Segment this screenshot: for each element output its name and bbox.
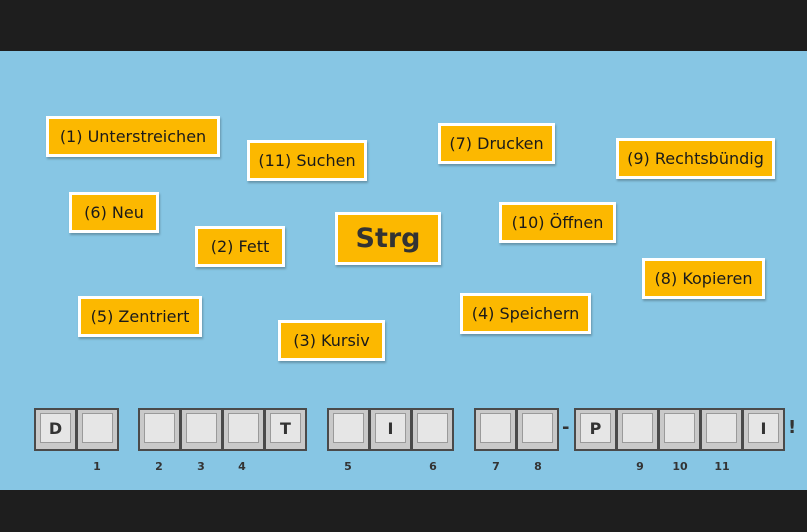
word-card-1[interactable]: (1) Unterstreichen: [46, 116, 220, 157]
card-number: (5): [90, 307, 114, 326]
dash-separator: -: [562, 417, 570, 438]
answer-slot[interactable]: [180, 408, 223, 451]
slot-number: 11: [714, 460, 730, 473]
card-number: (4): [471, 304, 495, 323]
card-number: (9): [627, 149, 650, 168]
slot-number: 5: [344, 460, 352, 473]
card-label: Speichern: [499, 304, 580, 323]
card-number: (10): [511, 213, 545, 232]
card-label: Fett: [238, 237, 270, 256]
answer-slot[interactable]: D: [34, 408, 77, 451]
answer-slot[interactable]: [222, 408, 265, 451]
word-card-7[interactable]: (7) Drucken: [438, 123, 555, 164]
card-label: Kursiv: [321, 331, 370, 350]
word-card-5[interactable]: (5) Zentriert: [78, 296, 202, 337]
word-card-3[interactable]: (3) Kursiv: [278, 320, 385, 361]
card-number: (6): [84, 203, 107, 222]
slot-number: 10: [672, 460, 688, 473]
slot-number: 3: [197, 460, 205, 473]
word-card-6[interactable]: (6) Neu: [69, 192, 159, 233]
slot-number: 1: [93, 460, 101, 473]
answer-slot[interactable]: T: [264, 408, 307, 451]
slot-number: 7: [492, 460, 500, 473]
word-card-9[interactable]: (9) Rechtsbündig: [616, 138, 775, 179]
answer-slot[interactable]: [327, 408, 370, 451]
answer-slot[interactable]: [411, 408, 454, 451]
card-label: Öffnen: [549, 213, 604, 232]
answer-slot[interactable]: [474, 408, 517, 451]
card-label: Rechtsbündig: [654, 149, 764, 168]
card-label: Unterstreichen: [87, 127, 207, 146]
exclamation-mark: !: [788, 417, 797, 438]
slot-number: 8: [534, 460, 542, 473]
slot-number: 9: [636, 460, 644, 473]
card-label: Zentriert: [118, 307, 190, 326]
card-number: (2): [210, 237, 234, 256]
card-label: Drucken: [477, 134, 544, 153]
word-card-4[interactable]: (4) Speichern: [460, 293, 591, 334]
answer-slot[interactable]: I: [742, 408, 785, 451]
card-number: (3): [293, 331, 316, 350]
answer-slot[interactable]: [616, 408, 659, 451]
answer-slot[interactable]: P: [574, 408, 617, 451]
answer-slot[interactable]: [516, 408, 559, 451]
card-number: (7): [449, 134, 473, 153]
slot-number: 2: [155, 460, 163, 473]
answer-slot[interactable]: [138, 408, 181, 451]
card-number: (1): [59, 127, 83, 146]
card-number: (8): [654, 269, 678, 288]
answer-slot[interactable]: I: [369, 408, 412, 451]
card-label: Kopieren: [682, 269, 753, 288]
card-label: Neu: [111, 203, 144, 222]
card-label: Suchen: [296, 151, 356, 170]
game-board: (1) Unterstreichen (11) Suchen (7) Druck…: [0, 51, 807, 490]
word-card-10[interactable]: (10) Öffnen: [499, 202, 616, 243]
answer-slot[interactable]: [76, 408, 119, 451]
word-card-8[interactable]: (8) Kopieren: [642, 258, 765, 299]
bottom-letterbox: [0, 490, 807, 532]
answer-slot[interactable]: [658, 408, 701, 451]
answer-slot[interactable]: [700, 408, 743, 451]
word-card-11[interactable]: (11) Suchen: [247, 140, 367, 181]
card-number: (11): [258, 151, 292, 170]
word-card-2[interactable]: (2) Fett: [195, 226, 285, 267]
slot-number: 6: [429, 460, 437, 473]
strg-center-card: Strg: [335, 212, 441, 265]
slot-number: 4: [238, 460, 246, 473]
top-letterbox: [0, 0, 807, 51]
